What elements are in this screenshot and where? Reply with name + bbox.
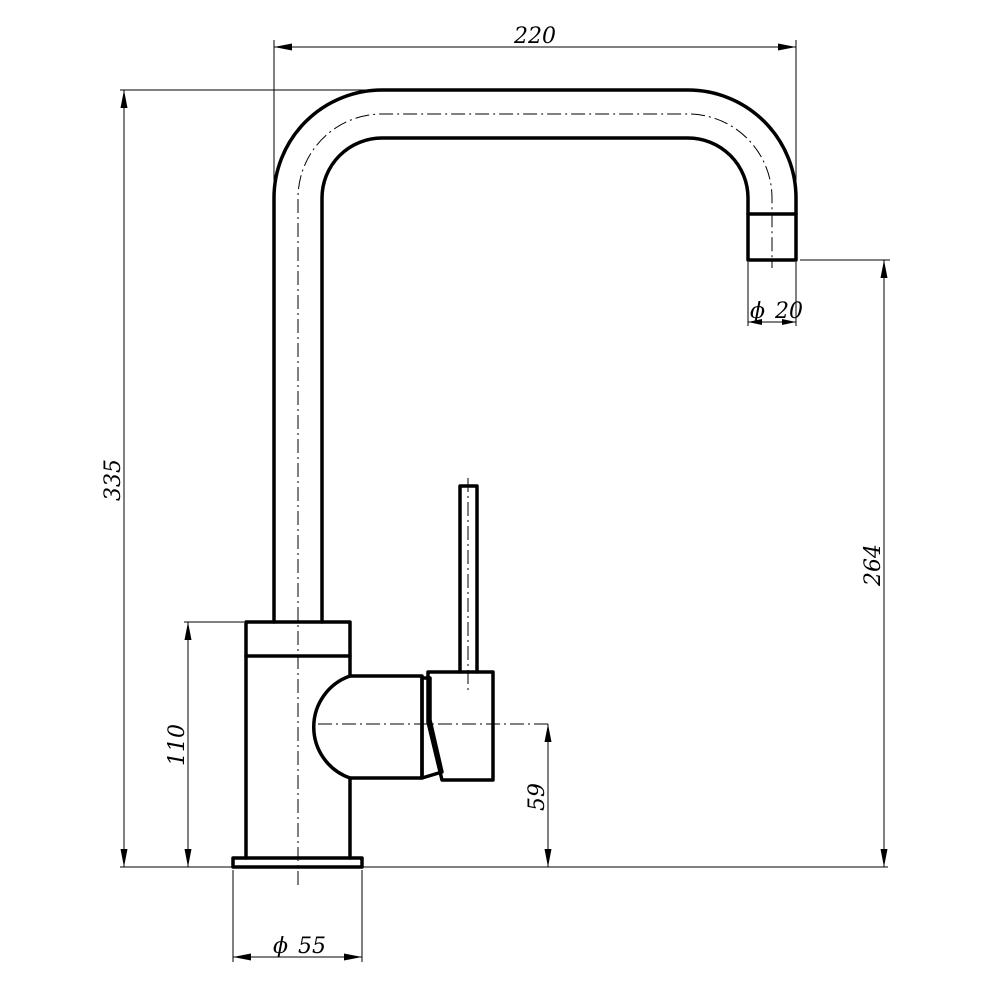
- spout-inner-contour: [320, 136, 750, 624]
- label-body-height: 110: [165, 724, 190, 766]
- extension-lines: [120, 40, 890, 962]
- arrow-total-height-top: [120, 90, 128, 108]
- arrow-spout-reach-left: [274, 43, 292, 51]
- label-spout-reach: 220: [513, 24, 556, 49]
- arrow-lever-axis-top: [544, 724, 552, 742]
- lever-block: [426, 670, 495, 782]
- body-column: [244, 654, 352, 860]
- dimension-labels: 220 335 264 110 59 ϕ 20 ϕ 55: [101, 24, 886, 959]
- spout-outer-contour: [272, 88, 798, 624]
- label-total-height: 335: [101, 459, 126, 501]
- arrow-outlet-diameter-right: [782, 319, 796, 325]
- arrow-body-height-bottom: [184, 849, 192, 867]
- arrow-lever-axis-bottom: [544, 849, 552, 867]
- outlet-diameter-value: 20: [774, 299, 803, 324]
- diameter-symbol-base: ϕ: [273, 934, 288, 959]
- label-outlet-diameter: ϕ 20: [750, 299, 803, 324]
- faucet-outline: [231, 88, 798, 869]
- label-lever-axis-height: 59: [525, 783, 550, 811]
- label-base-diameter: ϕ 55: [273, 934, 326, 959]
- cartridge-housing: [312, 674, 424, 780]
- center-lines: [297, 113, 773, 885]
- arrow-base-diameter-left: [233, 953, 251, 961]
- arrow-body-height-top: [184, 622, 192, 640]
- diameter-symbol-outlet: ϕ: [750, 299, 765, 324]
- dimension-lines: [120, 40, 890, 962]
- outlet-nozzle: [746, 212, 798, 262]
- spout-centerline: [297, 113, 773, 885]
- arrow-outlet-height-bottom: [880, 849, 888, 867]
- base-diameter-value: 55: [298, 934, 326, 959]
- arrow-spout-reach-right: [778, 43, 796, 51]
- arrow-outlet-height-top: [880, 260, 888, 278]
- label-outlet-height: 264: [861, 544, 886, 587]
- arrow-outlet-diameter-left: [748, 319, 762, 325]
- arrow-base-diameter-right: [344, 953, 362, 961]
- arrow-total-height-bottom: [120, 849, 128, 867]
